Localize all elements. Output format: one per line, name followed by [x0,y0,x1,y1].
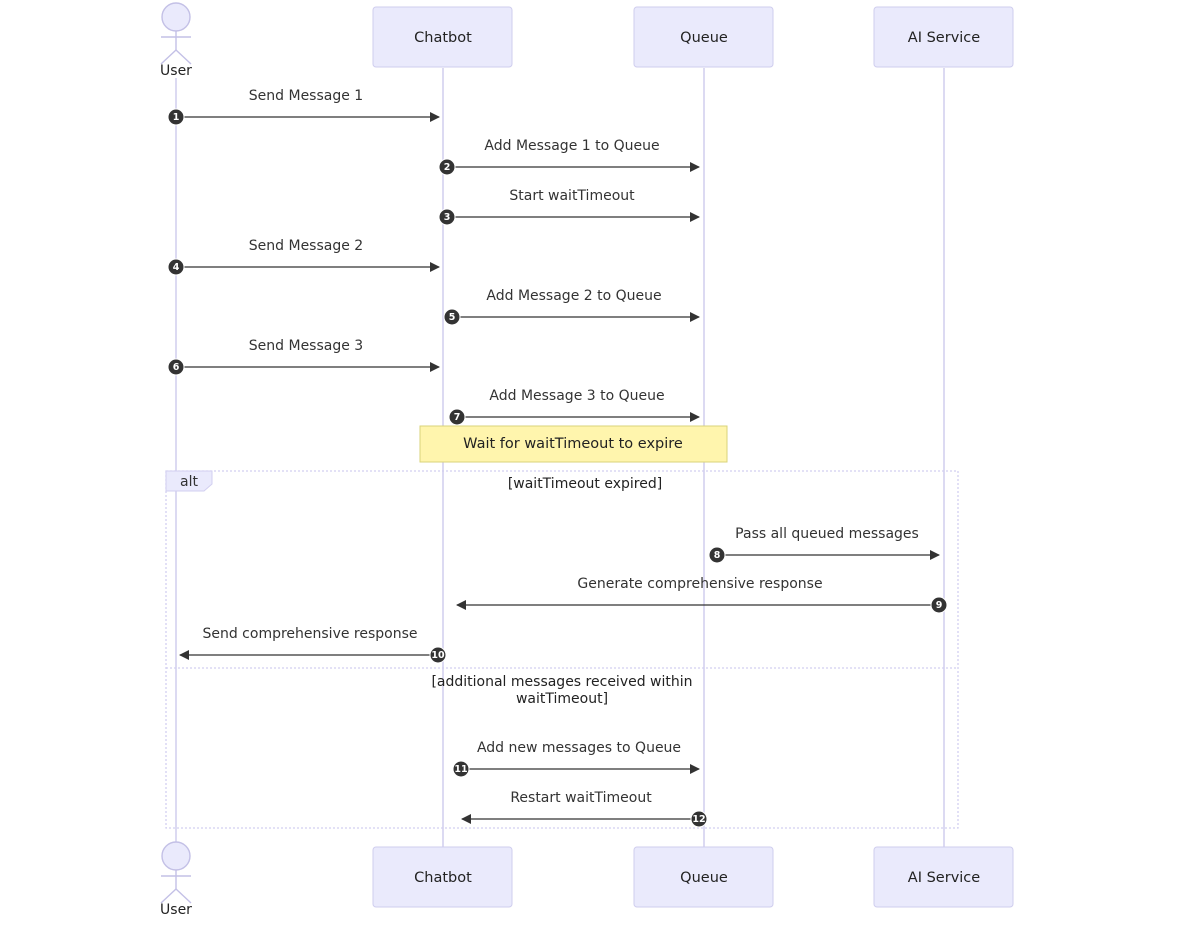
alt-condition-1: [waitTimeout expired] [508,476,662,492]
message-8: Pass all queued messages 8 [708,526,940,564]
message-label: Send Message 3 [249,338,363,354]
message-7: Add Message 3 to Queue 7 [448,388,700,426]
alt-frame: alt [waitTimeout expired] [additional me… [165,470,959,829]
message-label: Start waitTimeout [509,188,635,204]
sequence-number: 8 [714,550,721,561]
sequence-number-badge [443,308,461,326]
sequence-number: 1 [173,112,180,123]
message-label: Send Message 2 [249,238,363,254]
message-label: Add Message 3 to Queue [489,388,664,404]
message-label: Generate comprehensive response [577,576,822,592]
message-label: Restart waitTimeout [510,790,652,806]
ai-service-label-top: AI Service [908,30,980,46]
message-4: Send Message 2 4 [167,238,440,276]
alt-condition-2-line-1: [additional messages received within [431,674,692,690]
sequence-number: 4 [173,262,180,273]
message-label: Add Message 1 to Queue [484,138,659,154]
chatbot-label-top: Chatbot [414,30,472,46]
sequence-number-badge [452,760,470,778]
alt-tab [165,470,213,492]
note-wait-timeout: Wait for waitTimeout to expire [419,425,728,463]
message-label: Send Message 1 [249,88,363,104]
sequence-number-badge [438,158,456,176]
sequence-number: 11 [454,764,467,775]
message-1: Send Message 1 1 [167,88,440,126]
sequence-number-badge [448,408,466,426]
sequence-number: 3 [444,212,451,223]
sequence-number-badge [167,108,185,126]
ai-service-label-bottom: AI Service [908,870,980,886]
participant-queue-top: Queue [633,6,774,68]
user-label-bottom: User [160,902,192,918]
participant-queue-bottom: Queue [633,846,774,908]
sequence-number-badge [930,596,948,614]
user-icon [161,2,191,32]
participant-ai-service-bottom: AI Service [873,846,1014,908]
sequence-number-badge [429,646,447,664]
actor-user-top: User [160,2,192,79]
message-3: Start waitTimeout 3 [438,188,700,226]
message-5: Add Message 2 to Queue 5 [443,288,700,326]
message-9: Generate comprehensive response 9 [456,576,948,614]
actor-user-bottom: User [160,841,192,918]
note-text: Wait for waitTimeout to expire [463,436,683,452]
message-label: Add new messages to Queue [477,740,681,756]
sequence-number: 5 [449,312,456,323]
alt-condition-2-line-2: waitTimeout] [516,691,608,707]
sequence-number: 2 [444,162,451,173]
sequence-number-badge [167,358,185,376]
participant-chatbot-top: Chatbot [372,6,513,68]
sequence-number: 6 [173,362,180,373]
sequence-number: 12 [692,814,705,825]
sequence-number: 7 [454,412,461,423]
user-label-top: User [160,63,192,79]
sequence-number-badge [690,810,708,828]
participant-ai-service-top: AI Service [873,6,1014,68]
queue-label-top: Queue [680,30,728,46]
message-12: Restart waitTimeout 12 [461,790,708,828]
queue-label-bottom: Queue [680,870,728,886]
sequence-number: 10 [431,650,445,661]
sequence-number: 9 [936,600,943,611]
sequence-number-badge [708,546,726,564]
message-2: Add Message 1 to Queue 2 [438,138,700,176]
message-label: Pass all queued messages [735,526,919,542]
user-icon [161,841,191,871]
message-label: Send comprehensive response [202,626,417,642]
sequence-number-badge [438,208,456,226]
message-label: Add Message 2 to Queue [486,288,661,304]
participant-chatbot-bottom: Chatbot [372,846,513,908]
alt-label: alt [180,474,198,490]
chatbot-label-bottom: Chatbot [414,870,472,886]
message-11: Add new messages to Queue 11 [452,740,700,778]
message-10: Send comprehensive response 10 [179,626,447,664]
sequence-number-badge [167,258,185,276]
message-6: Send Message 3 6 [167,338,440,376]
